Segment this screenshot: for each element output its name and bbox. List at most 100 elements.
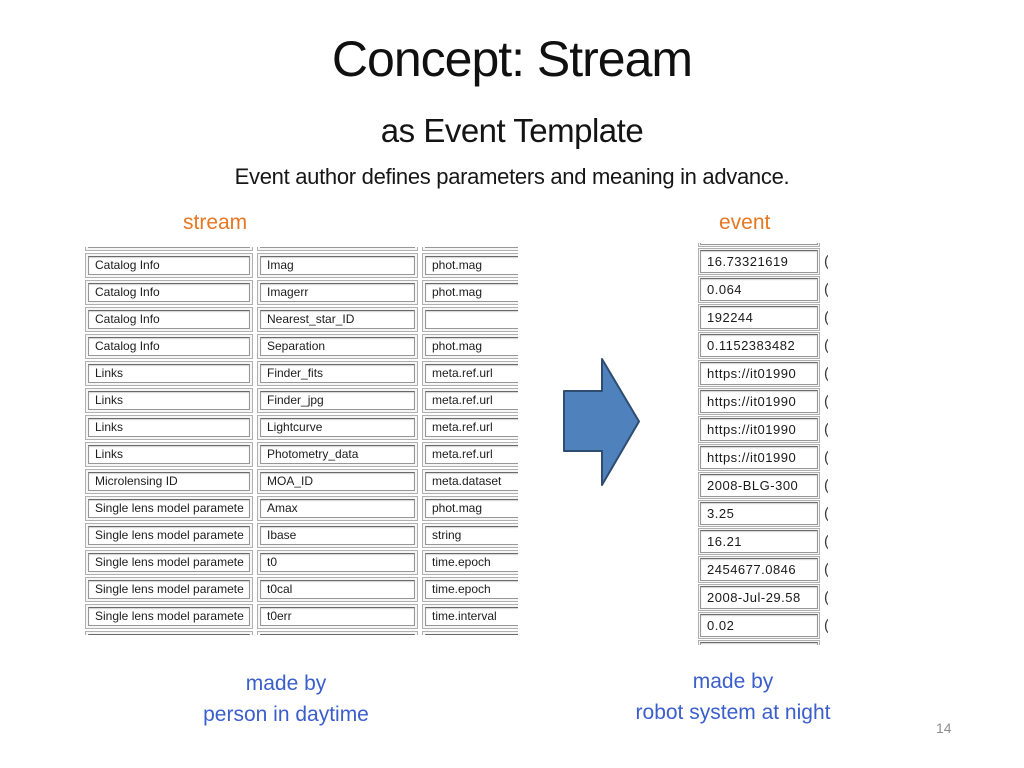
event-column-label: event xyxy=(719,211,771,234)
stream-field-value: Lightcurve xyxy=(260,418,415,437)
stream-cell: Microlensing ID xyxy=(85,469,253,494)
event-field-value: 192244 xyxy=(700,306,818,329)
event-cell xyxy=(698,243,820,247)
stream-field-value: Imag xyxy=(260,256,415,275)
event-table-row: 0.064( xyxy=(698,276,828,303)
stream-field-value xyxy=(260,634,415,635)
event-cell: https://it01990 xyxy=(698,388,820,415)
event-field-value: 0.064 xyxy=(700,278,818,301)
truncated-next-column-glyph: ( xyxy=(824,365,828,382)
event-cell: 0.064 xyxy=(698,276,820,303)
event-cell: 3.25 xyxy=(698,500,820,527)
stream-cell xyxy=(422,631,518,635)
stream-field-value: meta.ref.url xyxy=(425,391,518,410)
stream-cell: Links xyxy=(85,361,253,386)
stream-cell: Catalog Info xyxy=(85,334,253,359)
slide-description: Event author defines parameters and mean… xyxy=(234,164,790,189)
truncated-next-column-glyph: ( xyxy=(824,533,828,550)
truncated-next-column-glyph: ( xyxy=(824,561,828,578)
stream-cell: meta.ref.url xyxy=(422,415,518,440)
stream-cell: meta.dataset xyxy=(422,469,518,494)
event-cell: 16.73321619 xyxy=(698,248,820,275)
event-cell: https://it01990 xyxy=(698,360,820,387)
stream-cell: time.epoch xyxy=(422,577,518,602)
stream-field-value xyxy=(88,247,250,248)
event-cell: 2008-BLG-300 xyxy=(698,472,820,499)
stream-field-value: Links xyxy=(88,364,250,383)
stream-cell: phot.mag xyxy=(422,496,518,521)
stream-caption: made by person in daytime xyxy=(126,668,446,730)
truncated-next-column-glyph: ( xyxy=(824,477,828,494)
page-number: 14 xyxy=(936,720,952,736)
stream-caption-line1: made by xyxy=(245,672,327,695)
truncated-next-column-glyph: ( xyxy=(824,337,828,354)
stream-field-value: string xyxy=(425,526,518,545)
event-table-row: 2008-BLG-300 ( xyxy=(698,472,828,499)
event-table-row: 2454677.0846( xyxy=(698,556,828,583)
stream-cell xyxy=(422,247,518,251)
stream-cell: Single lens model paramete xyxy=(85,550,253,575)
stream-field-value: t0cal xyxy=(260,580,415,599)
stream-field-value: Photometry_data xyxy=(260,445,415,464)
stream-field-value xyxy=(425,310,518,329)
stream-field-value: Finder_jpg xyxy=(260,391,415,410)
stream-table-row: Microlensing ID MOA_ID meta.dataset xyxy=(85,469,518,494)
stream-field-value: phot.mag xyxy=(425,499,518,518)
stream-field-value: Catalog Info xyxy=(88,256,250,275)
event-table-row: 2008-Jul-29.58( xyxy=(698,584,828,611)
event-table-row: 3.25( xyxy=(698,500,828,527)
stream-field-value: Catalog Info xyxy=(88,310,250,329)
slide-title: Concept: Stream xyxy=(331,31,693,87)
stream-field-value: meta.ref.url xyxy=(425,418,518,437)
event-field-value: 2008-BLG-300 xyxy=(700,474,818,497)
event-field-value: 16.73321619 xyxy=(700,250,818,273)
stream-field-value: Links xyxy=(88,445,250,464)
stream-cell: t0 xyxy=(257,550,418,575)
truncated-next-column-glyph: ( xyxy=(824,589,828,606)
stream-field-value: Finder_fits xyxy=(260,364,415,383)
stream-cell: Finder_fits xyxy=(257,361,418,386)
stream-cell: phot.mag xyxy=(422,280,518,305)
event-table: 16.73321619(0.064(192244(0.1152383482(ht… xyxy=(698,243,828,645)
stream-cell: Lightcurve xyxy=(257,415,418,440)
stream-field-value: Amax xyxy=(260,499,415,518)
truncated-next-column-glyph: ( xyxy=(824,309,828,326)
stream-cell xyxy=(85,247,253,251)
stream-field-value: time.interval xyxy=(425,607,518,626)
stream-caption-line2: person in daytime xyxy=(203,703,369,726)
stream-field-value: MOA_ID xyxy=(260,472,415,491)
event-caption-line2: robot system at night xyxy=(635,701,831,724)
event-field-value: https://it01990 xyxy=(700,418,818,441)
stream-cell: time.epoch xyxy=(422,550,518,575)
event-field-value: 16.21 xyxy=(700,530,818,553)
stream-cell: Single lens model paramete xyxy=(85,496,253,521)
stream-cell: string xyxy=(422,523,518,548)
stream-cell: Imagerr xyxy=(257,280,418,305)
truncated-next-column-glyph: ( xyxy=(824,253,828,270)
slide-subtitle: as Event Template xyxy=(380,112,644,149)
stream-field-value: Catalog Info xyxy=(88,337,250,356)
stream-field-value xyxy=(425,634,518,635)
event-cell xyxy=(698,640,820,645)
event-cell: 2008-Jul-29.58 xyxy=(698,584,820,611)
stream-field-value xyxy=(425,247,518,248)
stream-cell: meta.ref.url xyxy=(422,442,518,467)
event-table-row: 192244 ( xyxy=(698,304,828,331)
event-field-value: 3.25 xyxy=(700,502,818,525)
stream-field-value: meta.ref.url xyxy=(425,445,518,464)
event-field-value: https://it01990 xyxy=(700,446,818,469)
stream-cell: Catalog Info xyxy=(85,253,253,278)
stream-field-value: phot.mag xyxy=(425,256,518,275)
event-cell: 16.21 xyxy=(698,528,820,555)
stream-cell: Nearest_star_ID xyxy=(257,307,418,332)
stream-cell: Finder_jpg xyxy=(257,388,418,413)
stream-cell: Single lens model paramete xyxy=(85,604,253,629)
stream-field-value: Ibase xyxy=(260,526,415,545)
stream-cell: t0err xyxy=(257,604,418,629)
